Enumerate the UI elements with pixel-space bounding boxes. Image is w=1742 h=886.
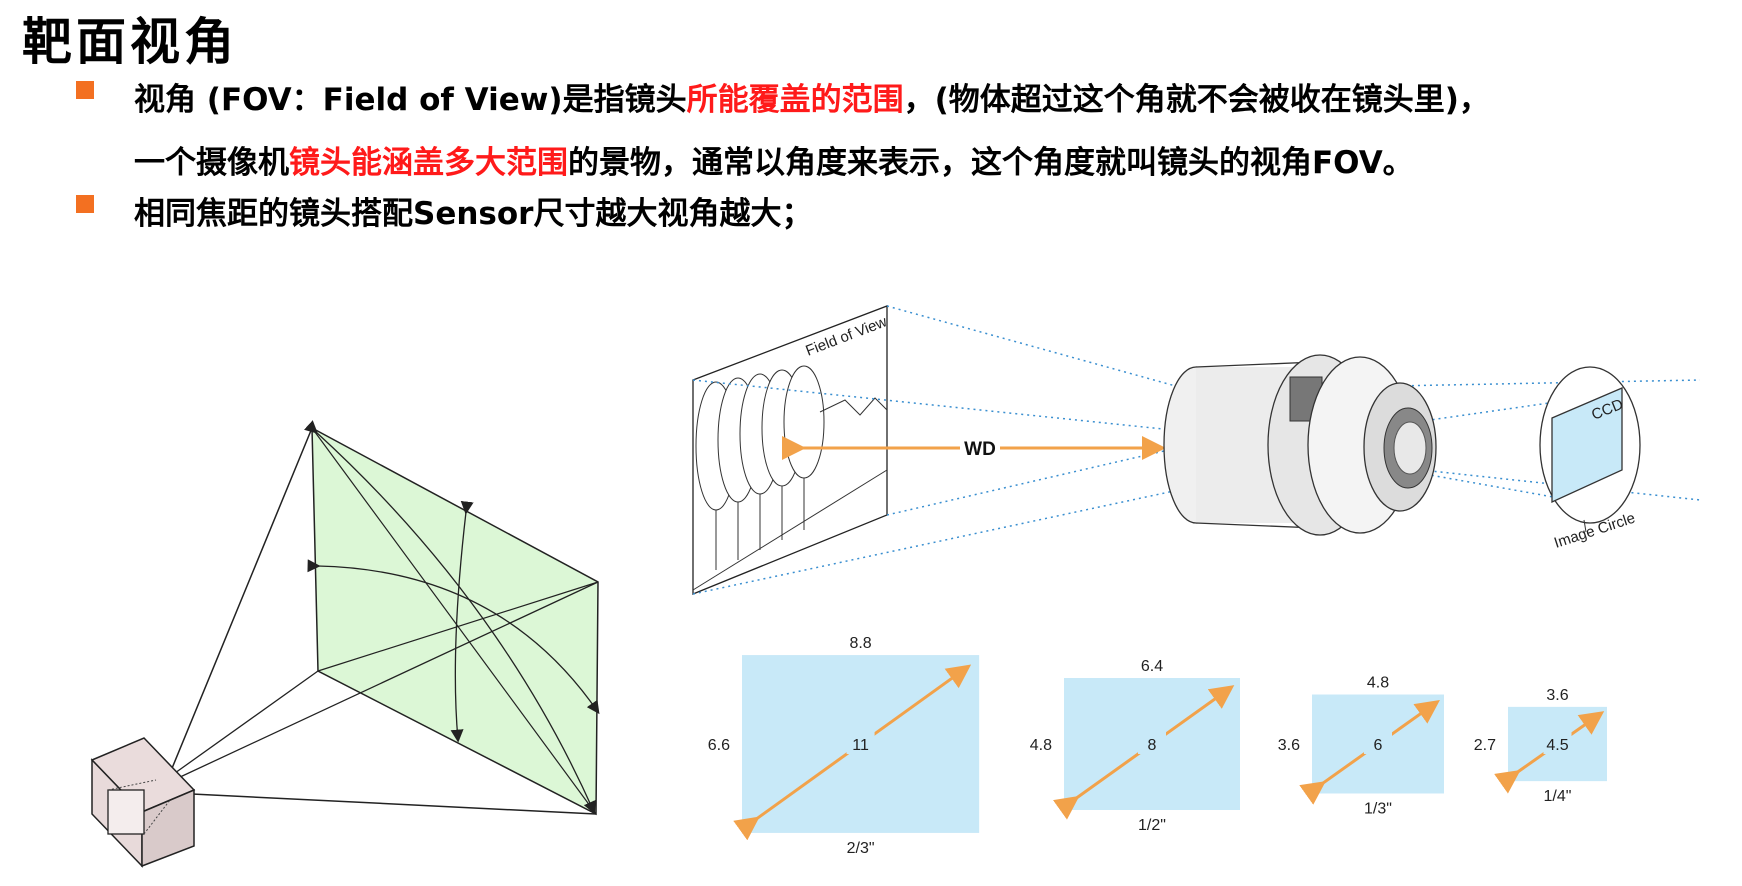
sensor-width-label: 8.8 (849, 635, 871, 652)
sensor-2: 6.4 4.8 8 1/2" (1030, 658, 1240, 834)
sensor-diagonal-label: 8 (1148, 737, 1157, 754)
bullet-square-icon (76, 81, 94, 99)
sensor-3: 4.8 3.6 6 1/3" (1278, 675, 1444, 818)
sensor-diagonal-label: 11 (852, 737, 869, 754)
ccd-sensor-icon: CCD Image Circle (1539, 366, 1641, 552)
sensor-height-label: 2.7 (1474, 737, 1496, 754)
sensor-diagonal-label: 6 (1374, 737, 1383, 754)
lens-icon (1163, 354, 1437, 536)
sensor-diagonal-label: 4.5 (1546, 737, 1568, 754)
sensor-diagonal-label-bg (1138, 732, 1166, 754)
sensor-format-label: 1/3" (1364, 801, 1392, 818)
highlight-text: 所能覆盖的范围 (686, 82, 904, 118)
bullet-sensor-size: 相同焦距的镜头搭配Sensor尺寸越大视角越大； (76, 183, 812, 246)
page-title: 靶面视角 (22, 13, 238, 71)
sensor-width-label: 3.6 (1546, 687, 1568, 704)
sensor-width-label: 6.4 (1141, 658, 1163, 675)
sensor-diagonal-label-bg (846, 732, 875, 754)
camera-icon (90, 737, 196, 868)
sensor-format-label: 1/4" (1544, 788, 1572, 805)
sensor-height-label: 6.6 (708, 737, 730, 754)
bullet-line-1: 视角 (FOV：Field of View)是指镜头所能覆盖的范围，(物体超过这… (134, 82, 1490, 118)
sensor-height-label: 3.6 (1278, 737, 1300, 754)
sensor-format-label: 2/3" (847, 840, 875, 857)
sensor-format-label: 1/2" (1138, 817, 1166, 834)
bullet-line-2: 一个摄像机镜头能涵盖多大范围的景物，通常以角度来表示，这个角度就叫镜头的视角FO… (134, 145, 1414, 181)
fov-pyramid-diagram (90, 420, 600, 868)
bullet-text: 相同焦距的镜头搭配Sensor尺寸越大视角越大； (134, 196, 813, 232)
sensor-diagonal-label-bg (1364, 732, 1392, 754)
bullet-square-icon (76, 195, 94, 213)
sensor-diagonal-label-bg (1543, 732, 1572, 754)
bullet-fov-definition: 视角 (FOV：Field of View)是指镜头所能覆盖的范围，(物体超过这… (76, 69, 1490, 195)
sensor-4: 3.6 2.7 4.5 1/4" (1474, 687, 1607, 805)
sensor-height-label: 4.8 (1030, 737, 1052, 754)
sensor-width-label: 4.8 (1367, 675, 1389, 692)
lens-working-distance-diagram: Field of View WD (692, 305, 1701, 595)
wd-label: WD (964, 439, 996, 460)
bullet-text: 视角 (FOV：Field of View)是指镜头所能覆盖的范围，(物体超过这… (134, 69, 1490, 195)
highlight-text: 镜头能涵盖多大范围 (289, 145, 568, 181)
sensor-size-chart: 8.8 6.6 11 2/3" 6.4 4.8 8 1/2" 4.8 3.6 6 1/3" 3.6 2.7… (708, 635, 1607, 857)
sensor-1: 8.8 6.6 11 2/3" (708, 635, 980, 857)
